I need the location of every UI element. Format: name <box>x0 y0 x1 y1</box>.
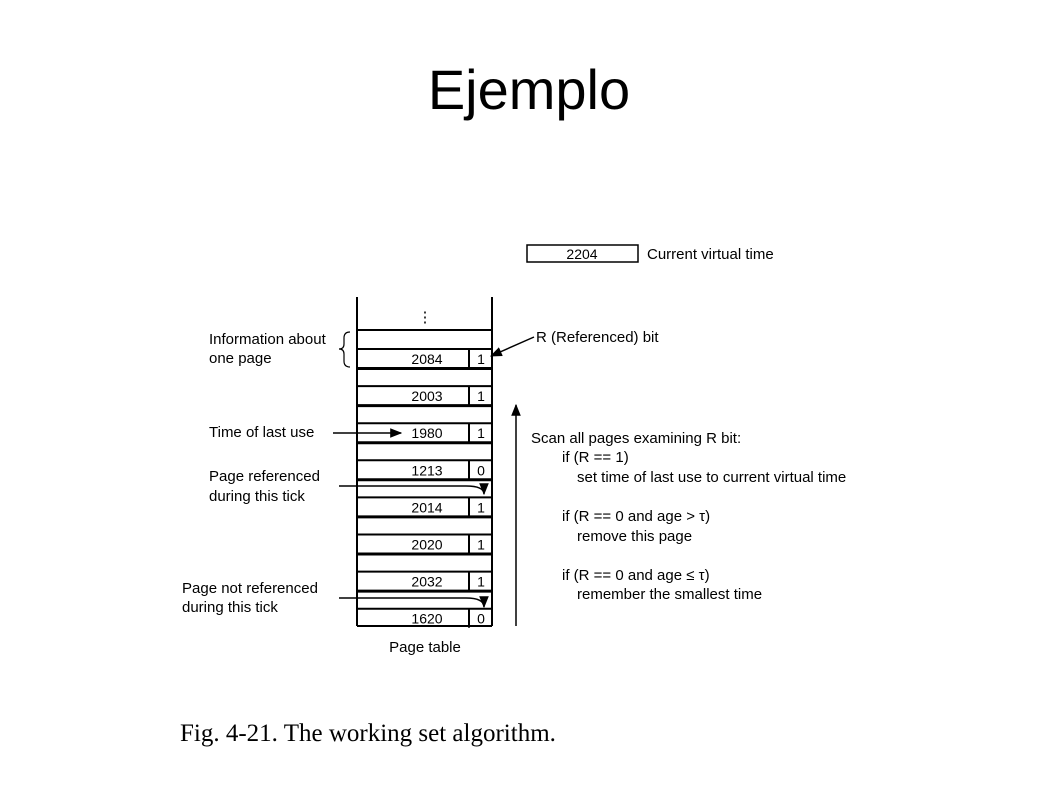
row-time-value: 1620 <box>411 611 442 627</box>
row-time-value: 2020 <box>411 537 442 553</box>
page-table-row: 1620 0 <box>357 590 492 628</box>
row-time-value: 2014 <box>411 499 442 515</box>
scan-line-3: set time of last use to current virtual … <box>577 469 846 486</box>
figure-caption: Fig. 4-21. The working set algorithm. <box>180 720 556 747</box>
page-table-row: 2084 1 <box>357 348 492 369</box>
scan-line-6: if (R == 0 and age ≤ τ) <box>562 567 710 584</box>
scan-line-2: if (R == 1) <box>562 449 629 466</box>
current-time-value: 2204 <box>566 246 597 262</box>
referenced-arrow <box>339 483 489 496</box>
scan-line-1: Scan all pages examining R bit: <box>531 430 741 447</box>
not-referenced-label-line2: during this tick <box>182 599 278 616</box>
page-table-row: 1980 1 <box>357 405 492 444</box>
scan-line-7: remember the smallest time <box>577 586 762 603</box>
current-time-label: Current virtual time <box>647 246 774 263</box>
info-label-line2: one page <box>209 350 272 367</box>
row-time-value: 2084 <box>411 351 442 367</box>
referenced-label-line1: Page referenced <box>209 468 320 485</box>
brace-icon <box>338 331 351 368</box>
page-table-label: Page table <box>389 639 461 656</box>
row-r-bit-value: 1 <box>477 499 485 515</box>
slide-title: Ejemplo <box>427 58 631 121</box>
row-r-bit-value: 1 <box>477 388 485 404</box>
referenced-label-line2: during this tick <box>209 488 305 505</box>
not-referenced-arrow <box>339 596 489 609</box>
ellipsis-mark: ⋮ <box>418 309 433 326</box>
row-time-value: 1213 <box>411 462 442 478</box>
info-label-line1: Information about <box>209 331 327 348</box>
page-table-row: 2032 1 <box>357 553 492 592</box>
time-last-use-label: Time of last use <box>209 424 314 441</box>
row-time-value: 2003 <box>411 388 442 404</box>
scan-line-4: if (R == 0 and age > τ) <box>562 508 710 525</box>
row-r-bit-value: 1 <box>477 351 485 367</box>
row-time-value: 2032 <box>411 574 442 590</box>
row-time-value: 1980 <box>411 425 442 441</box>
row-r-bit-value: 1 <box>477 574 485 590</box>
page-table-row: 2003 1 <box>357 368 492 407</box>
not-referenced-label-line1: Page not referenced <box>182 580 318 597</box>
scan-description: Scan all pages examining R bit: if (R ==… <box>531 430 846 603</box>
current-time-box <box>526 244 639 263</box>
scan-line-5: remove this page <box>577 528 692 545</box>
r-bit-arrow <box>489 336 535 357</box>
r-bit-label: R (Referenced) bit <box>536 329 659 346</box>
row-r-bit-value: 1 <box>477 425 485 441</box>
row-r-bit-value: 0 <box>477 611 485 627</box>
page-table-row: 2020 1 <box>357 516 492 555</box>
page-table-row: 1213 0 <box>357 442 492 481</box>
row-r-bit-value: 0 <box>477 462 485 478</box>
row-r-bit-value: 1 <box>477 537 485 553</box>
